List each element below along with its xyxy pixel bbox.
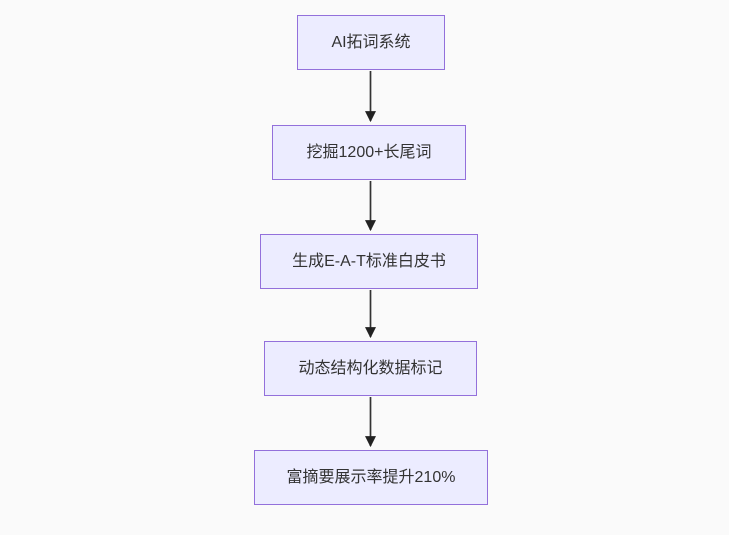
flow-node-label: 挖掘1200+长尾词: [306, 143, 432, 161]
flow-node-structured-data-markup: 动态结构化数据标记: [264, 341, 477, 396]
flow-node-rich-snippet-result: 富摘要展示率提升210%: [254, 450, 488, 505]
flow-node-ai-keyword-system: AI拓词系统: [297, 15, 445, 70]
flow-node-longtail-mining: 挖掘1200+长尾词: [272, 125, 466, 180]
flow-node-label: 富摘要展示率提升210%: [286, 468, 456, 486]
flow-node-label: 动态结构化数据标记: [298, 359, 443, 377]
flow-node-label: 生成E-A-T标准白皮书: [292, 252, 446, 270]
flow-node-label: AI拓词系统: [331, 33, 411, 51]
flow-node-eat-whitepaper: 生成E-A-T标准白皮书: [260, 234, 478, 289]
